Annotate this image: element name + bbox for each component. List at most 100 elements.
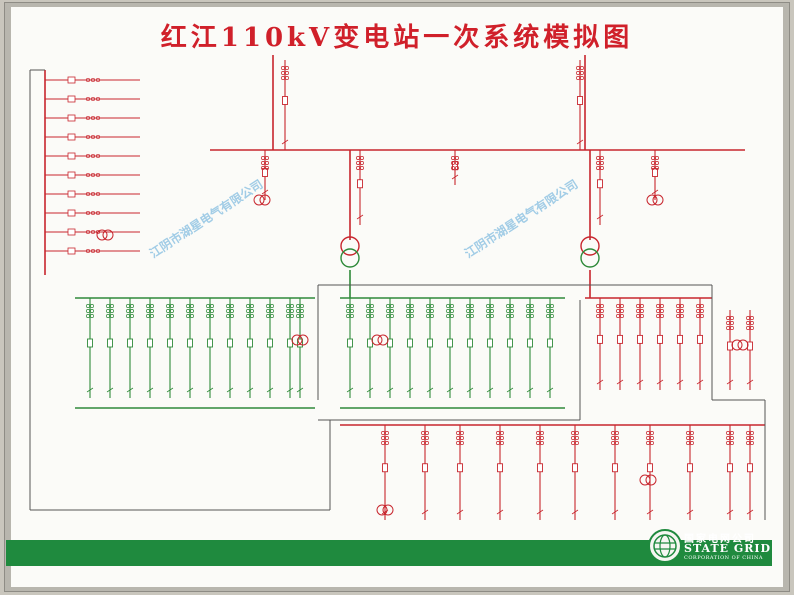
disconnector-icon [616,379,624,385]
breaker-icon [497,463,503,473]
disconnector-icon [656,379,664,385]
feeder-35kv-1-8 [246,298,254,398]
pt-feeder-2 [651,150,659,200]
aux-transformer-6 [731,339,749,351]
feeder-10kv-2-5 [571,425,579,520]
disconnector-icon [426,387,434,393]
diagram-board: 红江110kV变电站一次系统模拟图 [11,7,783,587]
breaker-icon [647,463,653,473]
breaker-icon [207,338,213,348]
breaker-icon [187,338,193,348]
disconnector-icon [746,509,754,515]
disconnector-icon [206,387,214,393]
feeder-35kv-2-3 [406,298,414,398]
service-feeder [45,133,140,141]
disconnector-icon [86,387,94,393]
disconnector-icon [281,139,289,145]
feeder-10kv-2-4 [536,425,544,520]
disconnector-icon [651,189,659,195]
tx1-hv-feeder [356,150,364,225]
feeder-10kv-1-4 [676,298,684,390]
service-feeder [45,171,140,179]
disconnector-icon [166,387,174,393]
breaker-icon [617,334,623,344]
disconnector-icon [596,214,604,220]
breaker-icon [487,338,493,348]
disconnector-icon [571,509,579,515]
feeder-10kv-2-6 [611,425,619,520]
feeder-10kv-2-1 [421,425,429,520]
breaker-icon [572,463,578,473]
feeder-35kv-2-4 [426,298,434,398]
service-feeder [45,95,140,103]
feeder-10kv-2-2 [456,425,464,520]
feeder-35kv-2-9 [526,298,534,398]
aux-transformer-4 [371,334,389,346]
breaker-icon [747,463,753,473]
breaker-icon [577,96,583,105]
disconnector-icon [366,387,374,393]
transformer-icon [580,236,600,256]
disconnector-icon [496,509,504,515]
service-feeder [45,247,140,255]
service-feeder [45,209,140,217]
feeder-10kv-2-10 [746,425,754,520]
disconnector-icon [446,387,454,393]
breaker-icon [447,338,453,348]
breaker-icon [127,338,133,348]
disconnector-icon [456,509,464,515]
disconnector-icon [596,379,604,385]
breaker-icon [422,463,428,473]
disconnector-icon [246,387,254,393]
feeder-35kv-2-7 [486,298,494,398]
service-feeder [45,152,140,160]
breaker-icon [452,161,458,171]
feeder-35kv-2-5 [446,298,454,398]
disconnector-icon [611,509,619,515]
disconnector-icon [346,387,354,393]
feeder-35kv-2-1 [366,298,374,398]
feeder-10kv-1-3 [656,298,664,390]
breaker-icon [267,338,273,348]
tx1-symbol [340,236,360,268]
disconnector-icon [526,387,534,393]
aux-transformer-3 [291,334,309,346]
feeder-35kv-2-8 [506,298,514,398]
breaker-icon [407,338,413,348]
service-feeder [45,114,140,122]
aux-transformer-0 [253,194,271,206]
disconnector-icon [546,387,554,393]
feeder-35kv-1-10 [286,298,294,398]
disconnector-icon [536,509,544,515]
breaker-icon [612,463,618,473]
disconnector-icon [486,387,494,393]
breaker-icon [427,338,433,348]
disconnector-icon [421,509,429,515]
breaker-icon [652,168,658,177]
breaker-icon [687,463,693,473]
brand-name-en: STATE GRID [684,542,772,555]
breaker-icon [677,334,683,344]
incoming-feeder-2 [576,60,584,150]
service-feeder [45,228,140,236]
feeder-35kv-1-11 [296,298,304,398]
breaker-icon [107,338,113,348]
board-frame: 红江110kV变电站一次系统模拟图 [4,2,790,592]
feeder-35kv-2-2 [386,298,394,398]
disconnector-icon [106,387,114,393]
breaker-icon [597,334,603,344]
breaker-icon [357,179,363,189]
breaker-icon [697,334,703,344]
disconnector-icon [146,387,154,393]
disconnector-icon [356,214,364,220]
breaker-icon [297,338,303,348]
feeder-35kv-2-6 [466,298,474,398]
disconnector-icon [746,379,754,385]
feeder-10kv-2-8 [686,425,694,520]
brand-name-cn: 国家电网公司 [684,534,756,545]
feeder-10kv-1-1 [616,298,624,390]
breaker-icon [637,334,643,344]
breaker-icon [247,338,253,348]
breaker-icon [537,463,543,473]
disconnector-icon [126,387,134,393]
